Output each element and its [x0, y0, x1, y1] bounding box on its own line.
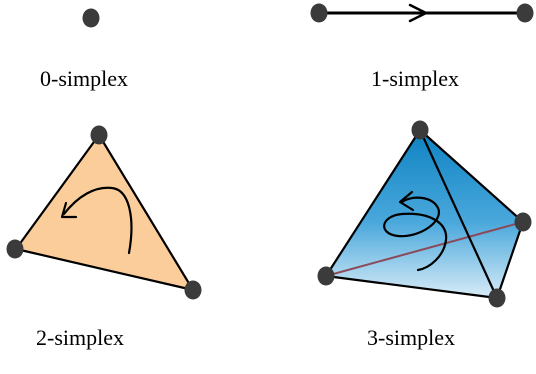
hidden-edge — [325, 221, 524, 277]
vertex-point — [90, 125, 108, 145]
vertex-point — [184, 280, 202, 300]
two-simplex — [6, 125, 202, 300]
orientation-arrow-head — [60, 201, 78, 219]
front-edge — [419, 129, 498, 299]
vertex-point — [82, 8, 100, 28]
orientation-spiral-arrow-head — [398, 190, 415, 212]
label-3-simplex: 3-simplex — [367, 325, 455, 350]
vertex-point — [6, 239, 24, 259]
edge-direction-arrow — [408, 3, 428, 23]
vertex-point — [310, 3, 328, 23]
orientation-spiral — [383, 196, 448, 272]
vertex-point — [488, 288, 506, 308]
one-simplex — [310, 3, 534, 23]
three-simplex — [317, 120, 532, 308]
vertex-point — [516, 3, 534, 23]
tetrahedron-body — [326, 130, 523, 298]
triangle-face — [14, 133, 195, 292]
vertex-point — [317, 266, 335, 286]
orientation-arrow — [62, 186, 133, 255]
label-1-simplex: 1-simplex — [371, 66, 459, 91]
zero-simplex — [82, 8, 100, 28]
label-2-simplex: 2-simplex — [36, 325, 124, 350]
label-0-simplex: 0-simplex — [40, 66, 128, 91]
vertex-point — [514, 212, 532, 232]
vertex-point — [411, 120, 429, 140]
